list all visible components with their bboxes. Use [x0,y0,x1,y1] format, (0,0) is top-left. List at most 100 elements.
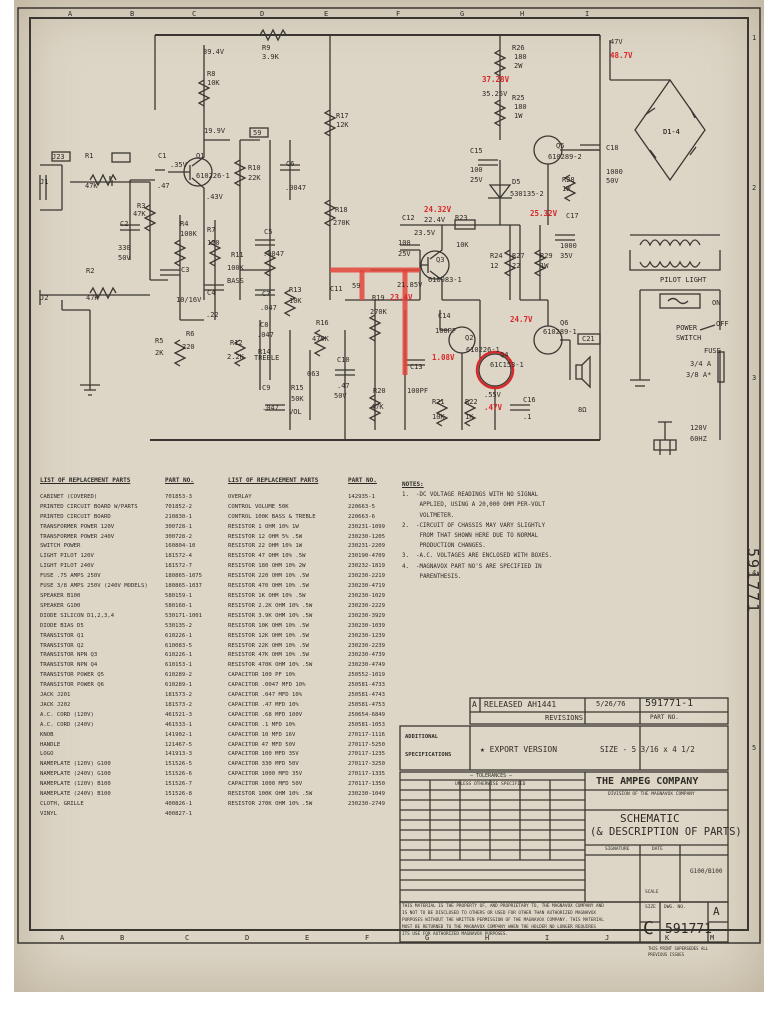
notes-title: NOTES: [402,481,424,488]
part-name: RESISTOR 470 OHM 10% .5W [228,583,309,590]
drawing-title-2: (& DESCRIPTION OF PARTS) [590,826,742,838]
part-name: RESISTOR 220 OHM 10% .5W [228,573,309,580]
part-number: 270117-1235 [348,751,386,758]
part-number: 530135-2 [165,622,192,629]
part-number: 230230-4749 [348,662,386,669]
company-name: THE AMPEG COMPANY [596,776,699,787]
label-fuse2: 3/8 A* [686,371,711,379]
grid-number-right: 5 [752,744,756,752]
title-block-frame [399,697,729,943]
voltage-rv487: 48.7V [610,51,633,60]
drawing-title-1: SCHEMATIC [620,812,680,825]
supersedes-note: THIS PRINT SUPERSEDES ALL PREVIOUS ISSUE… [648,946,709,957]
label-c9v: .047 [262,404,279,412]
part-number: 230230-2229 [348,602,386,609]
label-r28v: 1W [562,185,571,193]
part-name: RESISTOR 12 OHM 5% .5W [228,533,303,540]
part-number: 181573-2 [165,701,192,708]
label-c2: C2 [120,220,128,228]
label-r9: R9 [262,44,270,52]
label-r1: R1 [85,152,93,160]
part-number: 300728-2 [165,533,192,540]
grid-letter-bottom: H [485,934,489,942]
label-c5: C5 [264,228,272,236]
label-v235: 23.5V [414,229,436,237]
part-number: 250581-1053 [348,721,386,728]
part-name: CLOTH, GRILLE [40,801,84,807]
label-r22: R22 [465,398,478,406]
label-r24: R24 [490,252,503,260]
label-r24v: 12 [490,262,498,270]
label-c15v: 100 [470,166,483,174]
note-line: FROM THAT SHOWN HERE DUE TO NORMAL [402,533,539,540]
label-c10: C10 [337,356,350,364]
label-r4: R4 [180,220,188,228]
part-number: 250552-1019 [348,672,386,679]
part-number: 270117-5250 [348,741,386,748]
part-number: 220663-6 [348,513,375,520]
grid-letter-bottom: D [245,934,249,942]
part-number: 610289-1 [165,682,192,689]
label-c8v: .047 [257,331,274,339]
part-number: 230190-4709 [348,553,386,560]
sheet-rev: A [713,905,720,918]
label-r10: R10 [248,164,261,172]
label-c4v: .22 [206,311,219,319]
property-notice-line: ITS USE FOR AUTHORIZED MAGNAVOX PURPOSES… [402,932,509,937]
label-r23v: 10K [456,241,469,249]
company-division: DIVISION OF THE MAGNAVOX COMPANY [608,792,695,797]
part-name: TRANSISTOR Q2 [40,642,84,649]
label-j23: J23 [52,153,65,161]
label-r14v: TREBLE [254,354,279,362]
label-q1p: 610226-1 [196,172,230,180]
grid-letter-top: F [396,10,400,18]
inner-border [29,17,749,931]
label-r27v: 22 [512,262,520,270]
part-number: 230230-4719 [348,583,386,590]
parts-left-header-name: LIST OF REPLACEMENT PARTS [40,477,131,484]
part-number: 181572-7 [165,563,192,570]
label-r11b: BASS [227,277,244,285]
label-r19v: 270K [370,308,388,316]
part-name: HANDLE [40,741,61,748]
part-name: CAPACITOR .68 MFD 100V [228,711,303,718]
scale-label: SCALE [645,890,659,895]
label-r7v: 120 [207,239,220,247]
part-name: RESISTOR 22K OHM 10% .5W [228,642,309,649]
grid-letter-top: D [260,10,264,18]
label-c17: C17 [566,212,579,220]
label-c21: C21 [582,335,595,343]
part-name: RESISTOR 2.2K OHM 10% .5W [228,602,313,609]
notes: NOTES: 1. -DC VOLTAGE READINGS WITH NO S… [402,480,552,582]
label-v199: 19.9V [204,127,226,135]
part-name: DIODE SILICON D1,2,3,4 [40,612,115,619]
grid-letter-bottom: E [305,934,309,942]
part-number: 300728-1 [165,523,192,530]
part-name: CONTROL VOLUME 50K [228,503,289,510]
part-number: 230231-2209 [348,543,386,550]
label-c59: 59 [253,129,261,137]
label-r9v: 3.9K [262,53,280,61]
part-number: 230230-3929 [348,612,386,619]
grid-letter-top: A [68,10,73,18]
part-name: NAMEPLATE (120V) B100 [40,781,111,788]
grid-number-right: 2 [752,184,756,192]
grid-number-right: 1 [752,34,756,42]
grid-letter-bottom: M [710,934,714,942]
label-r10v: 22K [248,174,261,182]
label-r17v: 12K [336,121,349,129]
voltage-rv234: 23.4V [390,293,413,302]
label-r20: R20 [373,387,386,395]
property-notice-line: THIS MATERIAL IS THE PROPERTY OF, AND PR… [402,904,604,909]
label-v35: .35V [170,161,188,169]
label-c16v: .1 [523,413,531,421]
part-number: 230230-2239 [348,642,386,649]
note-line: 3. -A.C. VOLTAGES ARE ENCLOSED WITH BOXE… [402,553,553,560]
voltage-rv2532: 25.32V [530,209,558,218]
label-r20v: 47K [371,403,384,411]
part-name: A.C. CORD (120V) [40,711,94,718]
part-name: SWITCH POWER [40,543,81,550]
